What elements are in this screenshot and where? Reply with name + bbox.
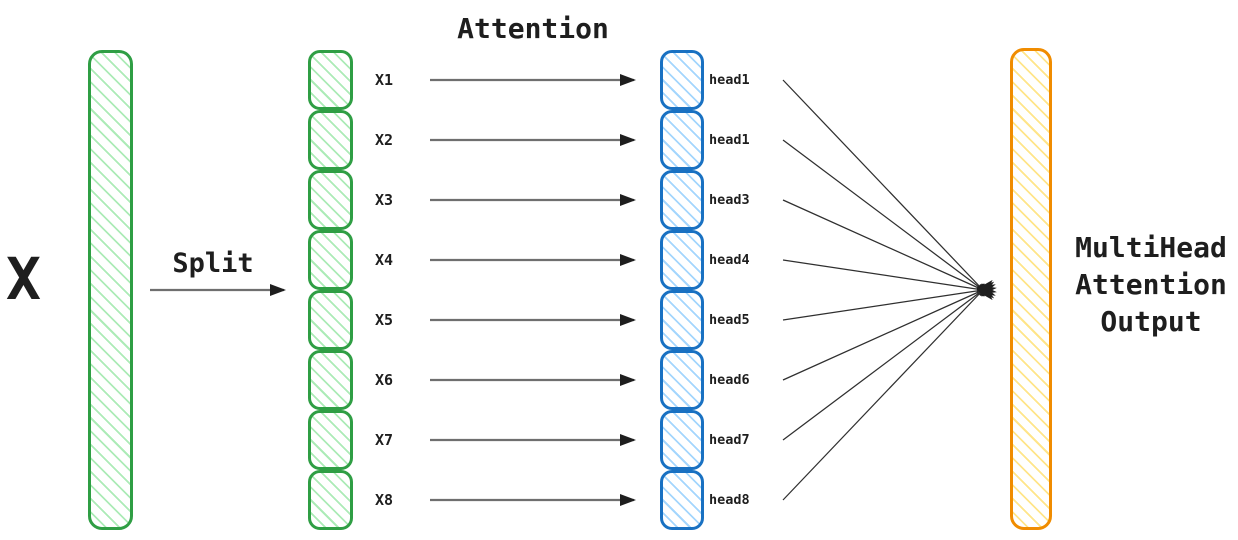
split-chunk (308, 410, 353, 470)
concat-line (782, 79, 993, 301)
attention-head-block (660, 290, 704, 350)
attention-head-block (660, 110, 704, 170)
attention-head-block (660, 410, 704, 470)
attention-head-block (660, 470, 704, 530)
chunk-label: X5 (374, 311, 394, 329)
input-vector-bar (88, 50, 133, 530)
attention-title: Attention (457, 12, 609, 45)
chunk-label: X8 (374, 491, 394, 509)
chunk-label: X4 (374, 251, 394, 269)
output-label-line: Output (1100, 305, 1202, 338)
split-chunk (308, 470, 353, 530)
head-label: head5 (709, 312, 750, 328)
split-chunk (308, 50, 353, 110)
chunk-label: X1 (374, 71, 394, 89)
split-chunk (308, 170, 353, 230)
head-label: head8 (709, 492, 750, 508)
concat-line (782, 139, 995, 299)
output-label-line: MultiHead (1075, 231, 1227, 264)
split-label: Split (172, 248, 254, 279)
concat-line (782, 259, 997, 295)
attention-head-block (660, 170, 704, 230)
head-label: head1 (709, 72, 750, 88)
split-chunk (308, 290, 353, 350)
output-vector-bar (1010, 48, 1052, 530)
input-x-label: X (6, 245, 41, 313)
head-label: head1 (709, 132, 750, 148)
concat-line (782, 199, 996, 296)
chunk-label: X3 (374, 191, 394, 209)
concat-line (782, 284, 996, 381)
concat-line (782, 279, 993, 501)
split-chunk (308, 230, 353, 290)
chunk-label: X6 (374, 371, 394, 389)
head-label: head7 (709, 432, 750, 448)
head-label: head4 (709, 252, 750, 268)
attention-heads-column (660, 50, 704, 530)
attention-head-block (660, 230, 704, 290)
chunk-label: X2 (374, 131, 394, 149)
split-chunks-column (308, 50, 353, 530)
chunk-label: X7 (374, 431, 394, 449)
split-chunk (308, 110, 353, 170)
head-label: head3 (709, 192, 750, 208)
attention-head-block (660, 350, 704, 410)
split-chunk (308, 350, 353, 410)
concat-line (782, 285, 997, 321)
output-label-line: Attention (1075, 268, 1227, 301)
head-label: head6 (709, 372, 750, 388)
attention-head-block (660, 50, 704, 110)
output-label: MultiHead Attention Output (1054, 229, 1238, 340)
concat-line (782, 281, 995, 441)
